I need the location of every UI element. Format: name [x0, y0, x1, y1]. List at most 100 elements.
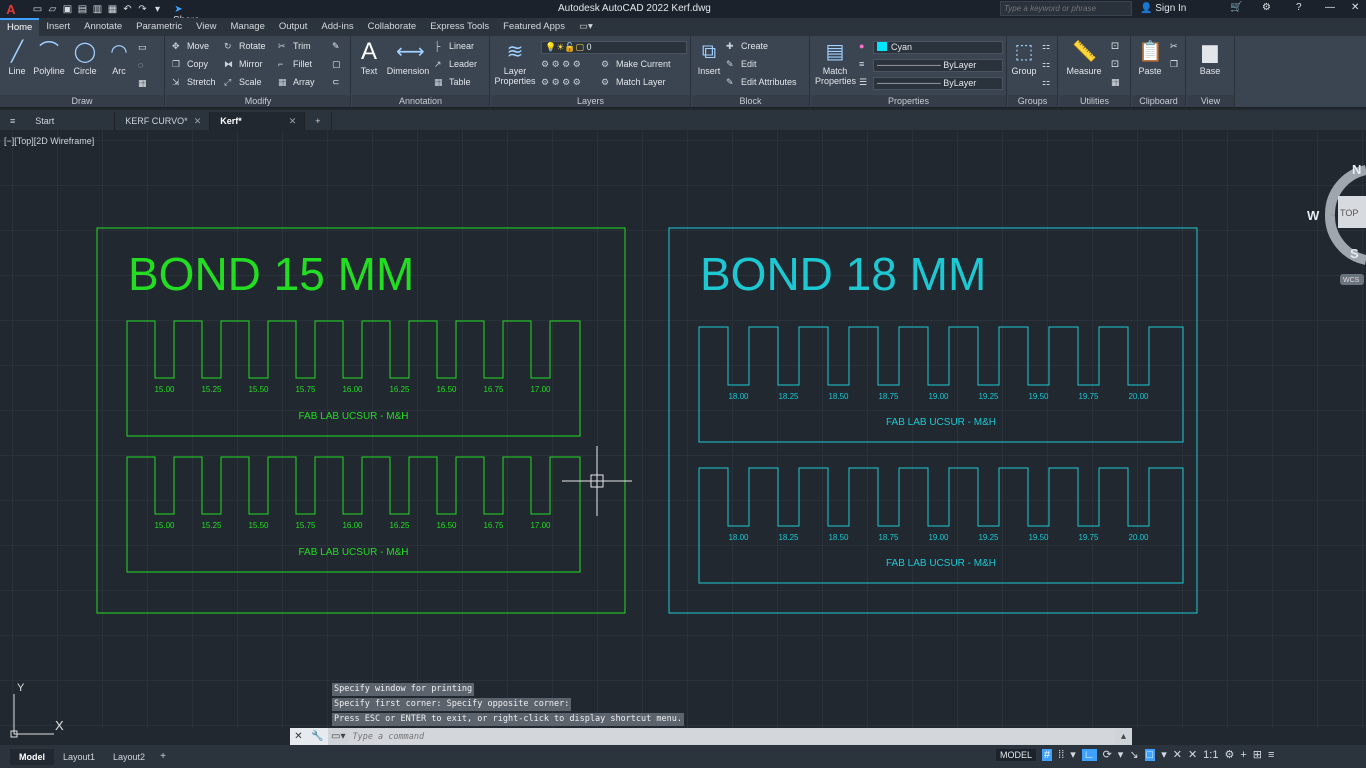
groups-panel-title[interactable]: Groups	[1008, 95, 1057, 107]
viewcube-west[interactable]: W	[1307, 208, 1320, 223]
share-button[interactable]: ➤ Share	[173, 4, 200, 26]
ribbon-tab-view[interactable]: View	[196, 21, 217, 32]
viewcube-top-face[interactable]	[1338, 196, 1366, 228]
doc-tab-kerf-curvo[interactable]: KERF CURVO*✕	[115, 112, 211, 130]
polar-icon[interactable]: ⟳	[1102, 749, 1112, 761]
viewcube[interactable]: N W S TOP WCS	[1300, 160, 1366, 290]
ribbon-minimize-icon[interactable]: ▭▾	[578, 21, 593, 32]
make-current-button[interactable]: ⚙Make Current	[601, 59, 671, 69]
board-title[interactable]: BOND 18 MM	[700, 248, 986, 300]
workspace-gear-icon[interactable]: ⚙	[1224, 749, 1235, 761]
ungroup-icon[interactable]: ⚏	[1042, 41, 1051, 51]
lineweight-dropdown[interactable]: ────────── ByLayer	[873, 77, 1003, 90]
outer-border[interactable]	[668, 227, 1198, 614]
model-space-toggle[interactable]: MODEL	[996, 748, 1037, 761]
color-dropdown[interactable]: Cyan	[873, 41, 1003, 54]
doc-tab-start[interactable]: Start	[25, 112, 116, 130]
hatch-icon[interactable]: ◌	[138, 60, 144, 70]
kerf-test-strip[interactable]	[698, 467, 1184, 584]
measure-button[interactable]: 📏Measure	[1066, 41, 1102, 76]
sign-in-button[interactable]: 👤 Sign In	[1140, 3, 1187, 14]
app-logo[interactable]: A	[6, 1, 16, 17]
search-input[interactable]	[1000, 1, 1132, 16]
annotation-panel-title[interactable]: Annotation	[352, 95, 489, 107]
group-edit-icon[interactable]: ⚏	[1042, 59, 1051, 69]
polyline-button[interactable]: ⌒Polyline	[33, 41, 65, 76]
view-panel-title[interactable]: View	[1187, 95, 1234, 107]
annotation-scale-dropdown[interactable]: 1:1	[1203, 748, 1219, 761]
grid-icon[interactable]: #	[1042, 748, 1053, 761]
isodraft-icon[interactable]: ↘	[1129, 749, 1139, 761]
minimize-icon[interactable]: —	[1325, 2, 1335, 13]
match-layer-button[interactable]: ⚙Match Layer	[601, 77, 666, 87]
kerf-test-strip[interactable]	[698, 326, 1184, 443]
ribbon-tab-insert[interactable]: Insert	[46, 21, 71, 32]
utilities-panel-title[interactable]: Utilities	[1059, 95, 1130, 107]
osnap-dropdown-icon[interactable]: ▾	[1161, 749, 1167, 761]
redo-icon[interactable]: ↷	[138, 3, 147, 15]
close-tab-icon[interactable]: ✕	[193, 116, 202, 126]
ribbon-tab-output[interactable]: Output	[278, 21, 308, 32]
snap-dropdown-icon[interactable]: ▾	[1070, 749, 1076, 761]
leader-button[interactable]: ↗Leader	[434, 59, 478, 69]
calculator-icon[interactable]: ▦	[1111, 77, 1120, 87]
group-select-icon[interactable]: ⚏	[1042, 77, 1051, 87]
board-title[interactable]: BOND 15 MM	[128, 248, 414, 300]
command-prompt-icon[interactable]: ▭▾	[331, 731, 346, 742]
ribbon-tab-collaborate[interactable]: Collaborate	[367, 21, 417, 32]
ribbon-tab-add-ins[interactable]: Add-ins	[321, 21, 354, 32]
fillet-button[interactable]: ⌐Fillet	[278, 59, 313, 69]
copy-clip-icon[interactable]: ❐	[1170, 59, 1179, 69]
scale-button[interactable]: ⤢Scale	[224, 77, 262, 87]
kerf-test-strip[interactable]	[126, 456, 581, 573]
polar-dropdown-icon[interactable]: ▾	[1117, 749, 1124, 761]
table-button[interactable]: ▦Table	[434, 77, 471, 87]
auto-scale-icon[interactable]: ✕	[1187, 749, 1198, 761]
ribbon-tab-manage[interactable]: Manage	[230, 21, 265, 32]
units-icon[interactable]: ⊞	[1252, 749, 1262, 761]
new-tab-button[interactable]: +	[305, 112, 332, 130]
explode-icon[interactable]: ▢	[332, 59, 341, 69]
circle-button[interactable]: ◯Circle	[73, 41, 97, 76]
move-button[interactable]: ✥Move	[172, 41, 210, 51]
command-input[interactable]	[348, 729, 1115, 744]
customization-icon[interactable]: ≡	[1268, 748, 1275, 761]
boundary-icon[interactable]: ▦	[138, 78, 147, 88]
object-snap-icon[interactable]: □	[1144, 748, 1156, 761]
add-layout-icon[interactable]: +	[160, 751, 166, 762]
line-button[interactable]: ╱Line	[4, 40, 30, 76]
save-as-icon[interactable]: ▤	[77, 3, 88, 15]
ribbon-tab-express-tools[interactable]: Express Tools	[430, 21, 490, 32]
layout-tab-layout2[interactable]: Layout2	[113, 751, 146, 762]
trim-button[interactable]: ✂Trim	[278, 41, 311, 51]
command-history-toggle-icon[interactable]: ▴	[1120, 731, 1126, 742]
insert-button[interactable]: ⧉Insert	[697, 41, 721, 76]
copy-button[interactable]: ❐Copy	[172, 59, 209, 69]
properties-panel-title[interactable]: Properties	[811, 95, 1006, 107]
rotate-button[interactable]: ↻Rotate	[224, 41, 266, 51]
layer-dropdown[interactable]: 💡☀🔓▢ 0	[541, 41, 687, 54]
paste-button[interactable]: 📋Paste	[1138, 41, 1163, 76]
annotation-visibility-icon[interactable]: ✕	[1172, 749, 1182, 761]
qat-dropdown-icon[interactable]: ▾	[154, 3, 161, 15]
viewcube-north[interactable]: N	[1352, 162, 1361, 177]
rectangle-icon[interactable]: ▭	[138, 42, 147, 52]
mirror-button[interactable]: ⧓Mirror	[224, 59, 263, 69]
layers-panel-title[interactable]: Layers	[491, 95, 690, 107]
layer-tools-row2[interactable]: ⚙ ⚙ ⚙ ⚙	[541, 77, 581, 88]
array-button[interactable]: ▦Array	[278, 77, 315, 87]
ortho-icon[interactable]: ∟	[1081, 748, 1097, 761]
close-command-line-icon[interactable]: ✕	[294, 731, 303, 742]
close-window-icon[interactable]: ✕	[1351, 2, 1360, 13]
outer-border[interactable]	[96, 227, 626, 614]
wcs-menu[interactable]	[1340, 274, 1364, 285]
kerf-test-strip[interactable]	[126, 320, 581, 437]
open-icon[interactable]: ▱	[48, 3, 57, 15]
autodesk-app-icon[interactable]: ⚙	[1262, 2, 1271, 13]
block-panel-title[interactable]: Block	[692, 95, 809, 107]
new-icon[interactable]: ▭	[32, 3, 43, 15]
linear-button[interactable]: ├Linear	[434, 41, 475, 51]
base-button[interactable]: ▆Base	[1199, 41, 1221, 76]
